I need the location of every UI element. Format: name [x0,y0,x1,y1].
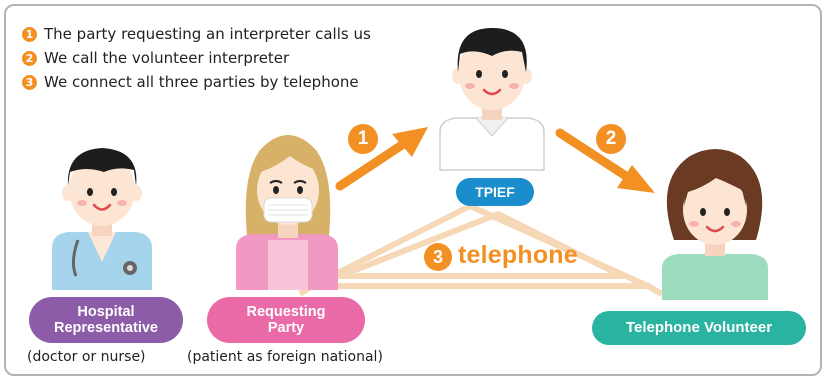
volunteer-avatar [662,149,768,300]
telephone-line-inner [337,211,625,279]
telephone-volunteer-label: Telephone Volunteer [592,311,806,345]
doctor-avatar [52,148,152,290]
step-number-1: 1 [22,26,37,42]
step-number-3: 3 [22,74,37,90]
telephone-label: telephone [458,241,578,269]
requesting-party-label: Requesting Party [207,297,365,343]
step-3: 3 We connect all three parties by teleph… [22,70,371,94]
step-number-2: 2 [22,50,37,66]
step-1-text: The party requesting an interpreter call… [44,25,371,43]
step-2-text: We call the volunteer interpreter [44,49,290,67]
telephone-triangle [309,203,651,289]
diagram-frame [4,4,822,376]
arrow-1-icon [335,127,428,191]
telephone-number-badge: 3 [424,243,452,271]
hospital-caption: (doctor or nurse) [27,349,146,365]
tpief-avatar [439,28,545,171]
telephone-line-right-tail [646,283,664,297]
step-1: 1 The party requesting an interpreter ca… [22,22,371,46]
arrow-2-icon [555,128,655,193]
patient-avatar [236,135,338,290]
step-3-text: We connect all three parties by telephon… [44,73,359,91]
arrow-1-badge: 1 [348,124,378,154]
requesting-caption: (patient as foreign national) [187,349,383,365]
tpief-label: TPIEF [456,178,534,206]
hospital-representative-label: Hospital Representative [29,297,183,343]
steps-list: 1 The party requesting an interpreter ca… [22,22,371,94]
step-2: 2 We call the volunteer interpreter [22,46,371,70]
arrow-2-badge: 2 [596,124,626,154]
